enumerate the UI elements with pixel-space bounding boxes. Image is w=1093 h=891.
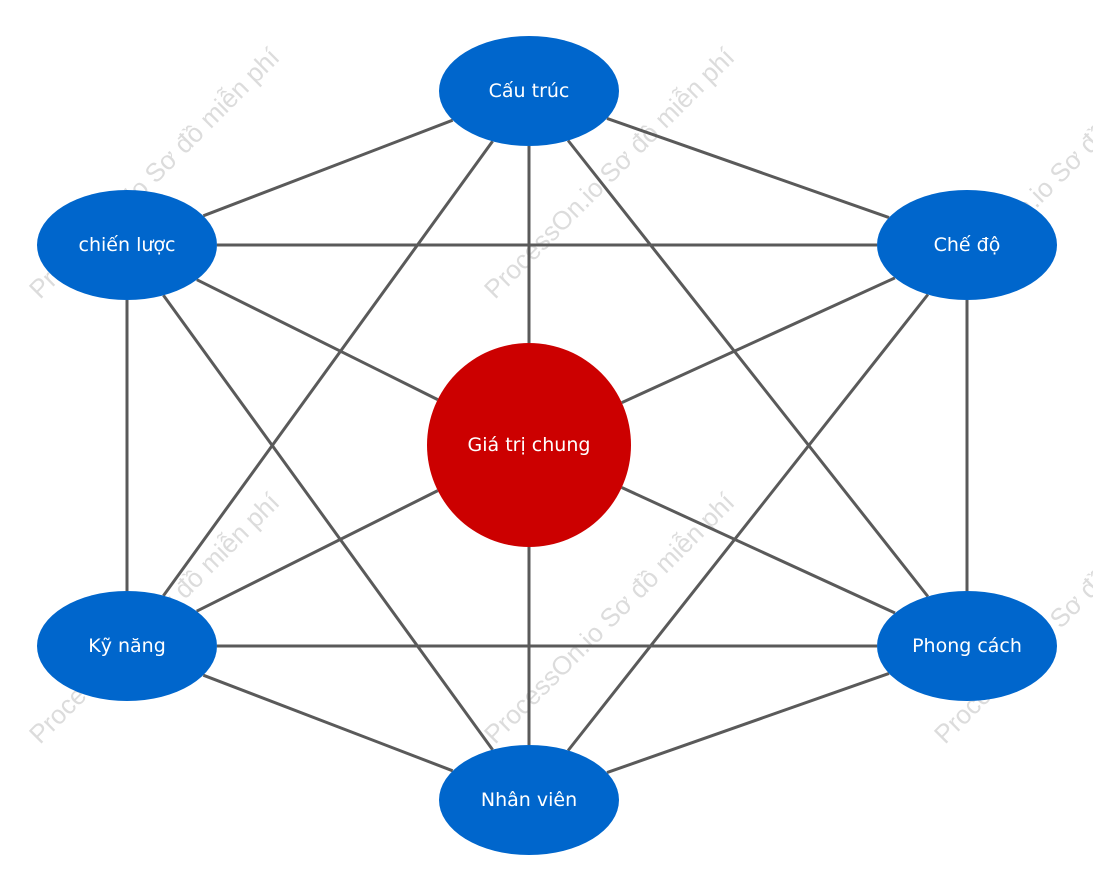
edge-ky-nang-gia-tri-chung [196,489,439,613]
node-gia-tri-chung-label: Giá trị chung [468,434,591,456]
node-ky-nang[interactable]: Kỹ năng [37,591,217,701]
node-cau-truc[interactable]: Cấu trúc [439,36,619,146]
edge-phong-cach-nhan-vien [606,671,890,775]
edge-cau-truc-phong-cach [566,139,930,598]
node-gia-tri-chung[interactable]: Giá trị chung [427,343,631,547]
node-chien-luoc-shape [37,190,217,300]
node-phong-cach[interactable]: Phong cách [877,591,1057,701]
node-cau-truc-label: Cấu trúc [489,80,570,102]
node-che-do-label: Chế độ [934,234,1001,256]
edge-nhan-vien-ky-nang [202,673,454,773]
edge-chien-luoc-gia-tri-chung [196,278,439,401]
edge-phong-cach-gia-tri-chung [621,486,896,615]
edge-che-do-nhan-vien [566,293,930,752]
edge-cau-truc-chien-luoc [202,118,454,218]
node-chien-luoc[interactable]: chiến lược [37,190,217,300]
node-phong-cach-label: Phong cách [912,635,1022,657]
node-nhan-vien[interactable]: Nhân viên [439,745,619,855]
node-ky-nang-shape [37,591,217,701]
node-phong-cach-shape [877,591,1057,701]
node-chien-luoc-label: chiến lược [79,234,176,256]
node-nhan-vien-label: Nhân viên [481,789,577,811]
node-gia-tri-chung-shape [427,343,631,547]
node-cau-truc-shape [439,36,619,146]
node-che-do-shape [877,190,1057,300]
edge-nhan-vien-chien-luoc [162,294,494,751]
edge-che-do-gia-tri-chung [621,276,896,404]
node-ky-nang-label: Kỹ năng [88,635,166,657]
edges-layer [125,116,969,775]
node-che-do[interactable]: Chế độ [877,190,1057,300]
edge-cau-truc-che-do [606,116,890,220]
node-nhan-vien-shape [439,745,619,855]
edge-cau-truc-ky-nang [162,140,494,597]
